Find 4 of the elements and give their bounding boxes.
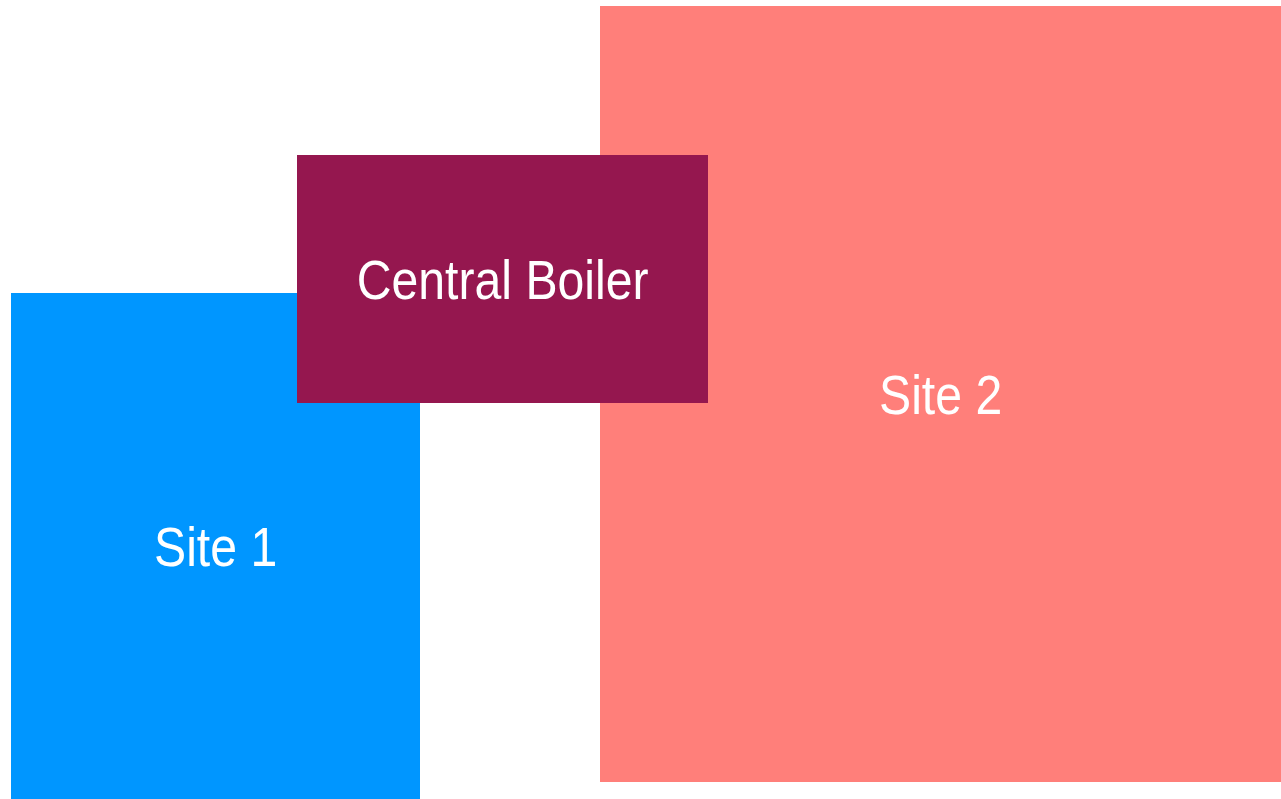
node-label: Site 2 (878, 361, 1003, 427)
boiler-box (297, 155, 708, 403)
node-label: Site 1 (153, 513, 278, 579)
node-label: Central Boiler (356, 246, 649, 312)
